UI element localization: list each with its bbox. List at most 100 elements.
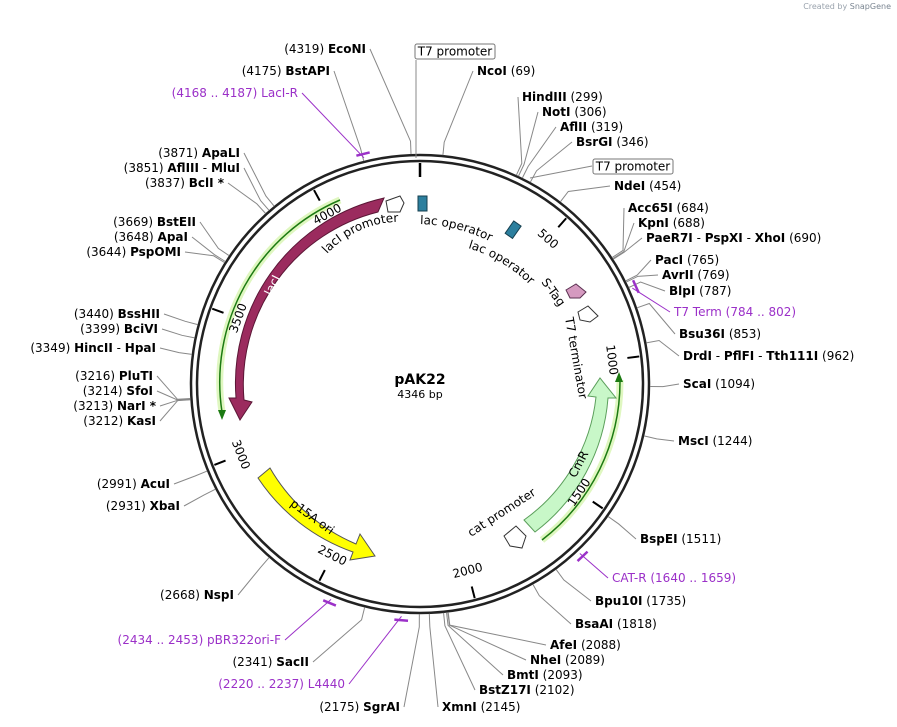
enzyme-site-AflII[interactable]: AflII (319) xyxy=(521,120,623,179)
feature-CmR[interactable]: CmR xyxy=(523,377,618,533)
enzyme-site-BstAPI[interactable]: (4175) BstAPI xyxy=(242,64,365,162)
enzyme-site-HindIII[interactable]: HindIII (299) xyxy=(515,90,603,176)
enzyme-label: AflII (319) xyxy=(560,120,623,134)
enzyme-label: ScaI (1094) xyxy=(683,377,755,391)
enzyme-site-PaeR7I[interactable]: PaeR7I - PspXI - XhoI (690) xyxy=(612,231,821,260)
enzyme-site-BsaAI[interactable]: BsaAI (1818) xyxy=(532,584,657,631)
enzyme-label: (2668) NspI xyxy=(160,588,234,602)
enzyme-site-NspI[interactable]: (2668) NspI xyxy=(160,557,270,602)
enzyme-leader xyxy=(156,375,191,400)
enzyme-site-ApaI[interactable]: (3648) ApaI xyxy=(114,230,226,262)
enzyme-site-HincII[interactable]: (3349) HincII - HpaI xyxy=(30,341,192,355)
cmr-highlight-arrow xyxy=(615,372,623,382)
enzyme-site-NotI[interactable]: NotI (306) xyxy=(518,105,607,177)
enzyme-site-NarI[interactable]: (3213) NarI * xyxy=(73,398,191,413)
enzyme-leader xyxy=(555,569,592,602)
tick-mark-1500 xyxy=(592,500,604,510)
enzyme-site-XbaI[interactable]: (2931) XbaI xyxy=(106,488,216,513)
enzyme-leader xyxy=(611,207,625,259)
enzyme-site-BstZ17I[interactable]: BstZ17I (2102) xyxy=(443,612,575,697)
label-box xyxy=(414,43,496,60)
feature-p15A-ori[interactable]: p15A ori xyxy=(257,467,376,561)
primer-leader xyxy=(632,287,671,313)
enzyme-site-PluTI[interactable]: (3216) PluTI xyxy=(75,369,191,400)
snapgene-credit: Created by SnapGene xyxy=(803,2,891,11)
feature-label-S-Tag: S-Tag xyxy=(539,276,569,309)
enzyme-site-DrdI[interactable]: DrdI - PflFI - Tth111I (962) xyxy=(646,339,854,363)
enzyme-leader xyxy=(163,313,198,326)
tick-label-2000: 2000 xyxy=(451,560,484,581)
enzyme-label: NcoI (69) xyxy=(477,64,535,78)
enzyme-site-XmnI[interactable]: XmnI (2145) xyxy=(428,613,520,714)
enzyme-site-KpnI[interactable]: KpnI (688) xyxy=(612,216,705,260)
feature-T7-terminator[interactable]: T7 terminator xyxy=(562,305,599,400)
credit-prefix: Created by xyxy=(803,2,848,11)
primer-label: CAT-R (1640 .. 1659) xyxy=(612,571,736,585)
boxed-label-t7-promoter[interactable]: T7 promoter xyxy=(414,43,496,60)
enzyme-site-SacII[interactable]: (2341) SacII xyxy=(232,607,366,669)
tick-mark-4000 xyxy=(313,189,321,202)
primer-LacIR[interactable]: (4168 .. 4187) LacI-R xyxy=(172,86,370,159)
enzyme-leader xyxy=(442,70,474,156)
enzyme-site-AvrII[interactable]: AvrII (769) xyxy=(625,268,730,283)
enzyme-site-Bsu36I[interactable]: Bsu36I (853) xyxy=(636,302,761,341)
enzyme-leader xyxy=(312,607,366,663)
primer-pBR322oriF[interactable]: (2434 .. 2453) pBR322ori-F xyxy=(118,598,337,647)
boxed-label-t7-promoter[interactable]: T7 promoter xyxy=(592,158,674,175)
feature-S-Tag[interactable]: S-Tag xyxy=(539,276,587,309)
enzyme-site-SfoI[interactable]: (3214) SfoI xyxy=(83,384,191,401)
svg-text:lac operator: lac operator xyxy=(420,213,495,244)
enzyme-site-Acc65I[interactable]: Acc65I (684) xyxy=(611,201,709,259)
primer-sites: (4168 .. 4187) LacI-R T7 Term (784 .. 802… xyxy=(118,86,797,691)
enzyme-site-BspEI[interactable]: BspEI (1511) xyxy=(607,516,721,546)
enzyme-leader xyxy=(184,251,225,264)
enzyme-site-BmtI[interactable]: BmtI (2093) xyxy=(446,612,583,682)
tick-label-3000: 3000 xyxy=(229,438,253,472)
enzyme-label: BmtI (2093) xyxy=(507,668,583,682)
enzyme-site-AfeI[interactable]: AfeI (2088) xyxy=(447,612,621,652)
feature-lac-operator-1[interactable]: lac operator xyxy=(417,195,495,244)
enzyme-site-BlpI[interactable]: BlpI (787) xyxy=(628,281,732,298)
svg-text:lac operator: lac operator xyxy=(467,238,538,288)
enzyme-site-PacI[interactable]: PacI (765) xyxy=(625,253,720,282)
enzyme-label: Bsu36I (853) xyxy=(679,327,761,341)
enzyme-site-AflIII[interactable]: (3851) AflIII - MluI xyxy=(124,161,270,211)
lacI-highlight-arrow xyxy=(218,410,226,420)
enzyme-site-NcoI[interactable]: NcoI (69) xyxy=(442,64,535,156)
enzyme-site-BclI[interactable]: (3837) BclI * xyxy=(145,176,266,214)
primer-CATR[interactable]: CAT-R (1640 .. 1659) xyxy=(576,550,737,585)
enzyme-site-AcuI[interactable]: (2991) AcuI xyxy=(97,470,208,491)
enzyme-leader xyxy=(628,281,666,292)
enzyme-label: MscI (1244) xyxy=(678,434,752,448)
enzyme-label: PaeR7I - PspXI - XhoI (690) xyxy=(646,231,821,245)
enzyme-label: (2341) SacII xyxy=(232,655,309,669)
enzyme-site-ScaI[interactable]: ScaI (1094) xyxy=(649,377,755,391)
primer-bar xyxy=(356,151,370,157)
feature-cat-promoter[interactable]: cat promoter xyxy=(465,485,538,549)
primer-label: (4168 .. 4187) LacI-R xyxy=(172,86,298,100)
primer-bar xyxy=(394,618,409,622)
enzyme-site-PspOMI[interactable]: (3644) PspOMI xyxy=(86,245,225,264)
primer-L4440[interactable]: (2220 .. 2237) L4440 xyxy=(218,615,409,691)
enzyme-site-KasI[interactable]: (3212) KasI xyxy=(83,399,191,428)
enzyme-leader xyxy=(447,612,547,646)
enzyme-label: NdeI (454) xyxy=(614,179,681,193)
direction-highlights xyxy=(216,196,624,543)
enzyme-site-EcoNI[interactable]: (4319) EcoNI xyxy=(284,42,412,155)
enzyme-site-MscI[interactable]: MscI (1244) xyxy=(643,434,752,448)
enzyme-site-Bpu10I[interactable]: Bpu10I (1735) xyxy=(555,569,686,608)
enzyme-label: (4175) BstAPI xyxy=(242,64,330,78)
enzyme-label: (3216) PluTI xyxy=(75,369,153,383)
enzyme-label: HindIII (299) xyxy=(522,90,603,104)
enzyme-leader xyxy=(612,222,635,260)
enzyme-label: BlpI (787) xyxy=(669,284,731,298)
enzyme-site-SgrAI[interactable]: (2175) SgrAI xyxy=(319,613,420,714)
enzyme-site-NdeI[interactable]: NdeI (454) xyxy=(559,179,681,203)
enzyme-site-ApaLI[interactable]: (3871) ApaLI xyxy=(158,146,275,207)
enzyme-site-BssHII[interactable]: (3440) BssHII xyxy=(74,307,198,326)
tick-mark-1000 xyxy=(627,355,640,359)
enzyme-site-BsrGI[interactable]: BsrGI (346) xyxy=(529,135,649,183)
primer-T7Term[interactable]: T7 Term (784 .. 802) xyxy=(631,279,796,319)
enzyme-site-BstEII[interactable]: (3669) BstEII xyxy=(113,215,230,257)
enzyme-site-BciVI[interactable]: (3399) BciVI xyxy=(80,322,195,339)
